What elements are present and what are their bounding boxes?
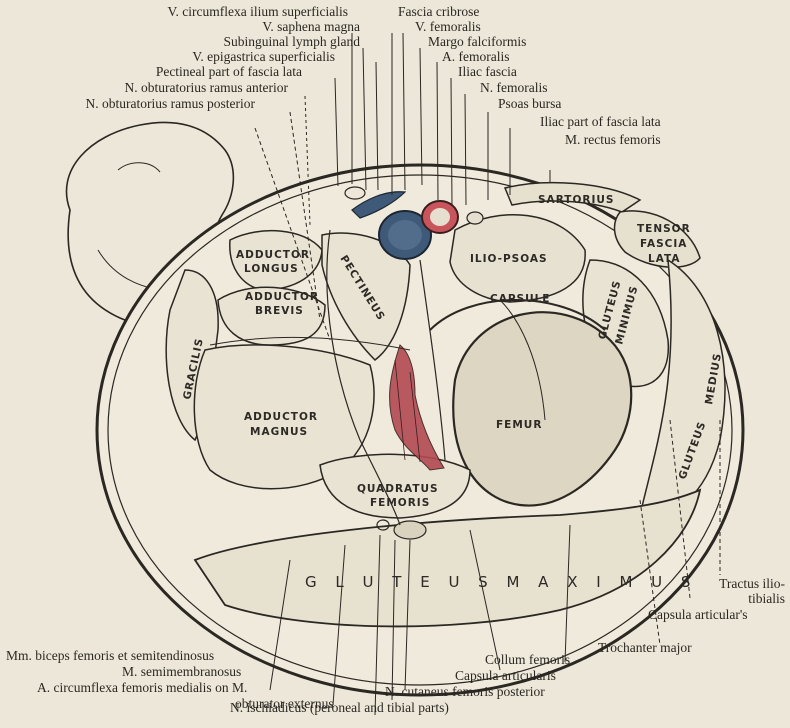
label-semimembranosus: M. semimembranosus (122, 664, 241, 679)
gluteus-maximus-label: G L U T E U S M A X I M U S (305, 573, 697, 591)
quadratus-label-1: QUADRATUS (357, 483, 439, 495)
label-subinguinal-gland: Subinguinal lymph gland (110, 34, 360, 49)
label-capsula-articularis-bottom: Capsula articularis (455, 668, 556, 683)
label-obt-anterior: N. obturatorius ramus anterior (20, 80, 288, 95)
label-psoas-bursa: Psoas bursa (498, 96, 561, 111)
capsule-label: CAPSULE (490, 293, 550, 305)
label-pectineal-fascia: Pectineal part of fascia lata (60, 64, 302, 79)
label-ischiadicus: N. ischiadicus (peroneal and tibial part… (230, 700, 449, 715)
label-tractus-2: tibialis (640, 591, 785, 606)
label-v-femoralis: V. femoralis (415, 19, 481, 34)
quadratus-label-2: FEMORIS (370, 497, 430, 509)
label-collum-femoris: Collum femoris (485, 652, 570, 667)
adductor-brevis-label-1: ADDUCTOR (245, 291, 319, 303)
label-a-femoralis: A. femoralis (442, 49, 509, 64)
adductor-magnus-label-1: ADDUCTOR (244, 411, 318, 423)
label-circumflexa-ilium: V. circumflexa ilium superficialis (100, 4, 348, 19)
label-saphena-magna: V. saphena magna (150, 19, 360, 34)
label-circumflexa-medialis: A. circumflexa femoris medialis on M. (37, 680, 247, 695)
label-tractus-1: Tractus ilio- (640, 576, 785, 591)
label-iliac-part-fascia: Iliac part of fascia lata (540, 114, 661, 129)
lata-label: LATA (648, 253, 680, 265)
tensor-label: TENSOR (637, 223, 691, 235)
label-fascia-cribrose: Fascia cribrose (398, 4, 479, 19)
label-capsula-articularis-right: Capsula articular's (648, 607, 748, 622)
label-n-femoralis: N. femoralis (480, 80, 547, 95)
label-iliac-fascia: Iliac fascia (458, 64, 517, 79)
label-biceps: Mm. biceps femoris et semitendinosus (6, 648, 214, 663)
adductor-magnus-label-2: MAGNUS (250, 426, 308, 438)
label-trochanter-major: Trochanter major (598, 640, 692, 655)
adductor-longus-label-2: LONGUS (244, 263, 299, 275)
label-margo-falciformis: Margo falciformis (428, 34, 526, 49)
fascia-label: FASCIA (640, 238, 687, 250)
label-cutaneus: N. cutaneus femoris posterior (385, 684, 545, 699)
label-obt-posterior: N. obturatorius ramus posterior (0, 96, 255, 111)
ilio-psoas-label: ILIO-PSOAS (470, 253, 548, 265)
sartorius-label: SARTORIUS (538, 194, 614, 206)
femur-label: FEMUR (496, 419, 542, 431)
adductor-brevis-label-2: BREVIS (255, 305, 304, 317)
adductor-longus-label-1: ADDUCTOR (236, 249, 310, 261)
label-rectus-femoris: M. rectus femoris (565, 132, 661, 147)
label-epigastrica: V. epigastrica superficialis (100, 49, 335, 64)
